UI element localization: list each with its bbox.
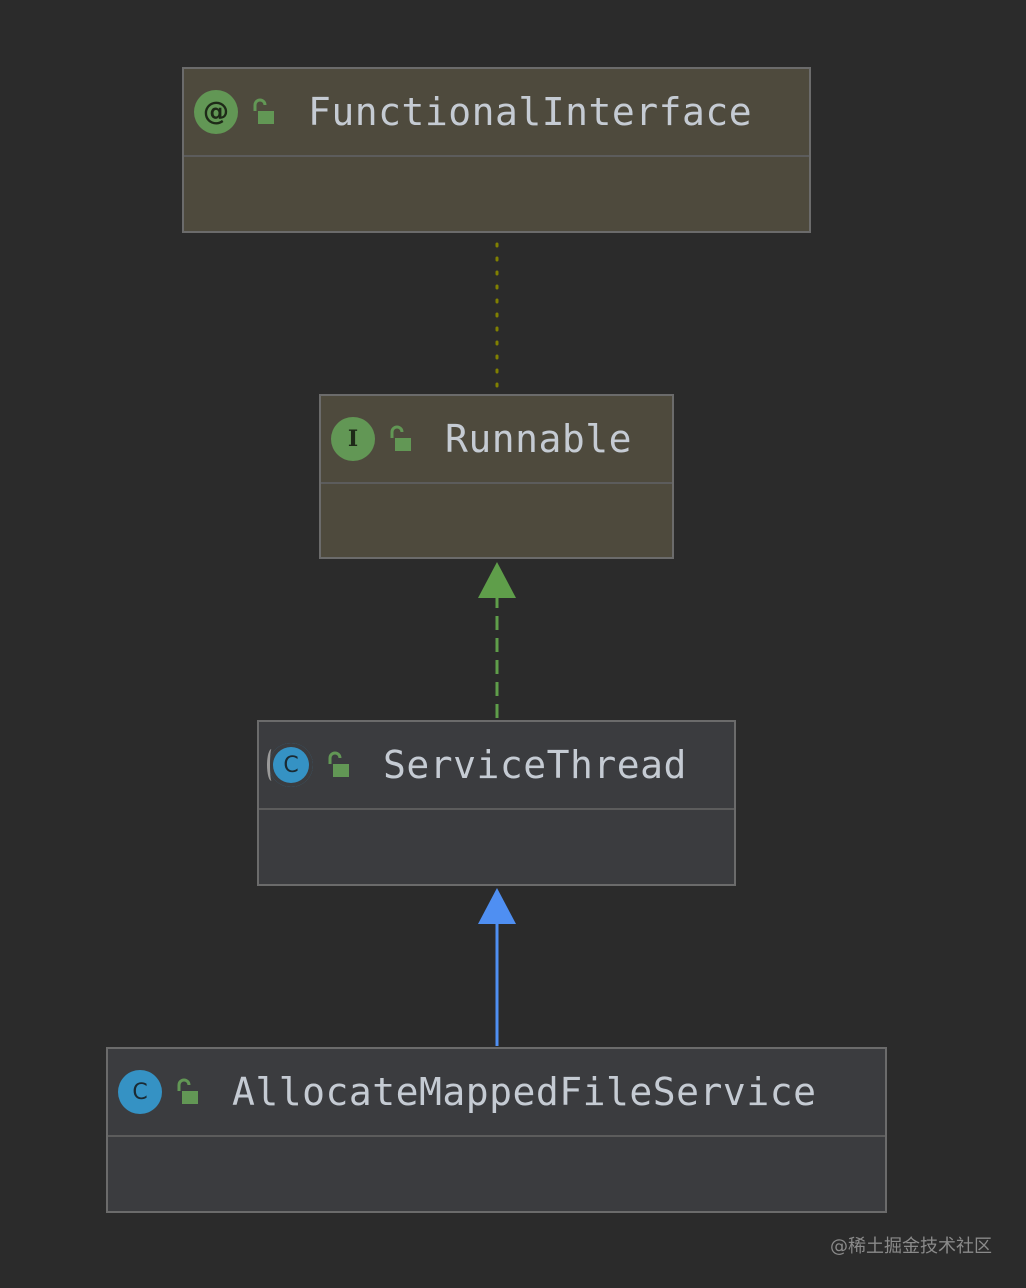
node-header: C AllocateMappedFileService [108,1049,885,1137]
public-lock-icon [390,425,411,451]
public-lock-icon [328,751,349,777]
node-allocate-mapped-file-service[interactable]: C AllocateMappedFileService [106,1047,887,1213]
implements-arrowhead [478,562,516,598]
node-runnable[interactable]: I Runnable [319,394,674,559]
node-service-thread[interactable]: C ServiceThread [257,720,736,886]
public-lock-icon [253,98,274,124]
node-members [108,1137,885,1211]
class-icon: C [118,1070,162,1114]
interface-icon: I [331,417,375,461]
watermark: @稀土掘金技术社区 [830,1236,992,1257]
node-members [321,484,672,557]
public-lock-icon [177,1078,198,1104]
node-title: Runnable [445,417,633,461]
node-members [184,157,809,231]
node-functional-interface[interactable]: @ FunctionalInterface [182,67,811,233]
annotation-icon: @ [194,90,238,134]
node-title: FunctionalInterface [308,90,753,134]
node-title: AllocateMappedFileService [232,1070,817,1114]
node-members [259,810,734,884]
abstract-class-icon: C [267,743,313,787]
node-header: @ FunctionalInterface [184,69,809,157]
node-header: I Runnable [321,396,672,484]
extends-arrowhead [478,888,516,924]
node-title: ServiceThread [383,743,687,787]
node-header: C ServiceThread [259,722,734,810]
